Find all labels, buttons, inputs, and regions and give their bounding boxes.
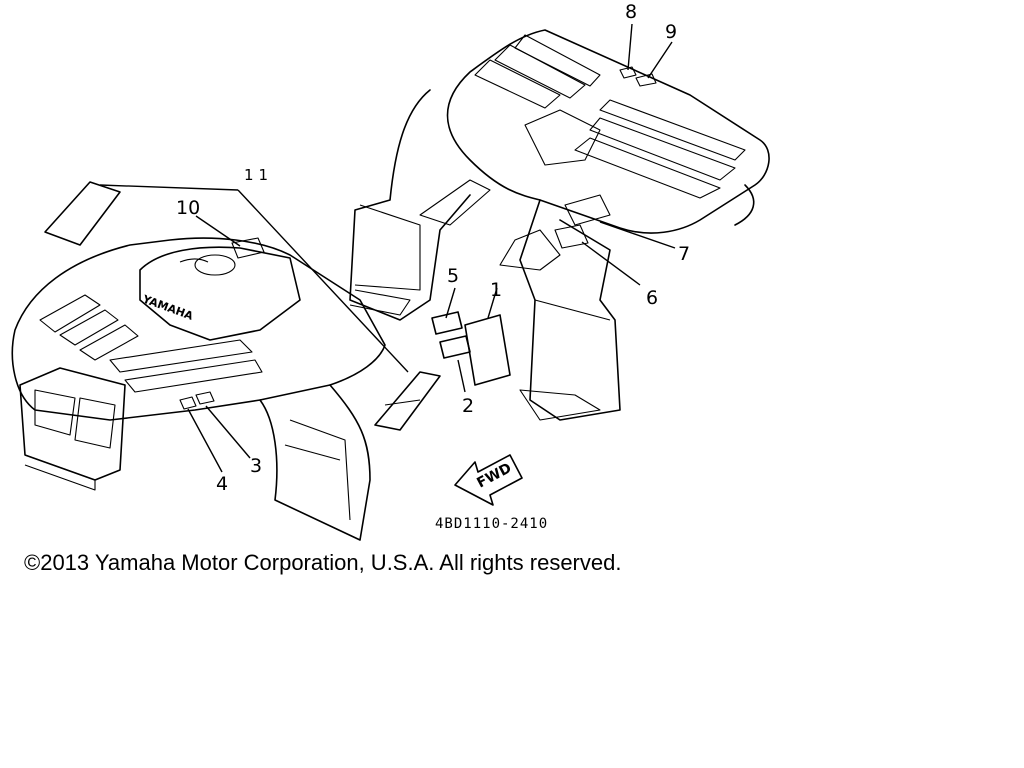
callout-lines: [99, 23, 676, 473]
callout-2: 2: [462, 395, 474, 417]
callout-3: 3: [250, 455, 262, 477]
fwd-arrow: FWD: [454, 454, 523, 506]
decal-sheet: [44, 181, 441, 431]
callout-8: 8: [625, 1, 637, 23]
front-decals: YAMAHA: [140, 237, 265, 410]
callout-5: 5: [447, 265, 459, 287]
callout-11: 11: [244, 166, 273, 184]
callout-7: 7: [678, 243, 690, 265]
callout-labels: 1 2 3 4 5 6 7 8 9 10 11: [176, 1, 690, 495]
fwd-text: FWD: [474, 460, 514, 491]
rear-fender: [349, 29, 770, 421]
front-fender: [11, 237, 386, 541]
callout-4: 4: [216, 473, 228, 495]
callout-10: 10: [176, 197, 200, 219]
callout-9: 9: [665, 21, 677, 43]
part-number: 4BD1110-2410: [435, 516, 548, 532]
parts-diagram: YAMAHA FWD 1 2 3 4 5 6: [11, 1, 770, 541]
loose-decals: [431, 311, 511, 386]
copyright-notice: ©2013 Yamaha Motor Corporation, U.S.A. A…: [24, 550, 622, 575]
callout-1: 1: [490, 279, 502, 301]
callout-6: 6: [646, 287, 658, 309]
